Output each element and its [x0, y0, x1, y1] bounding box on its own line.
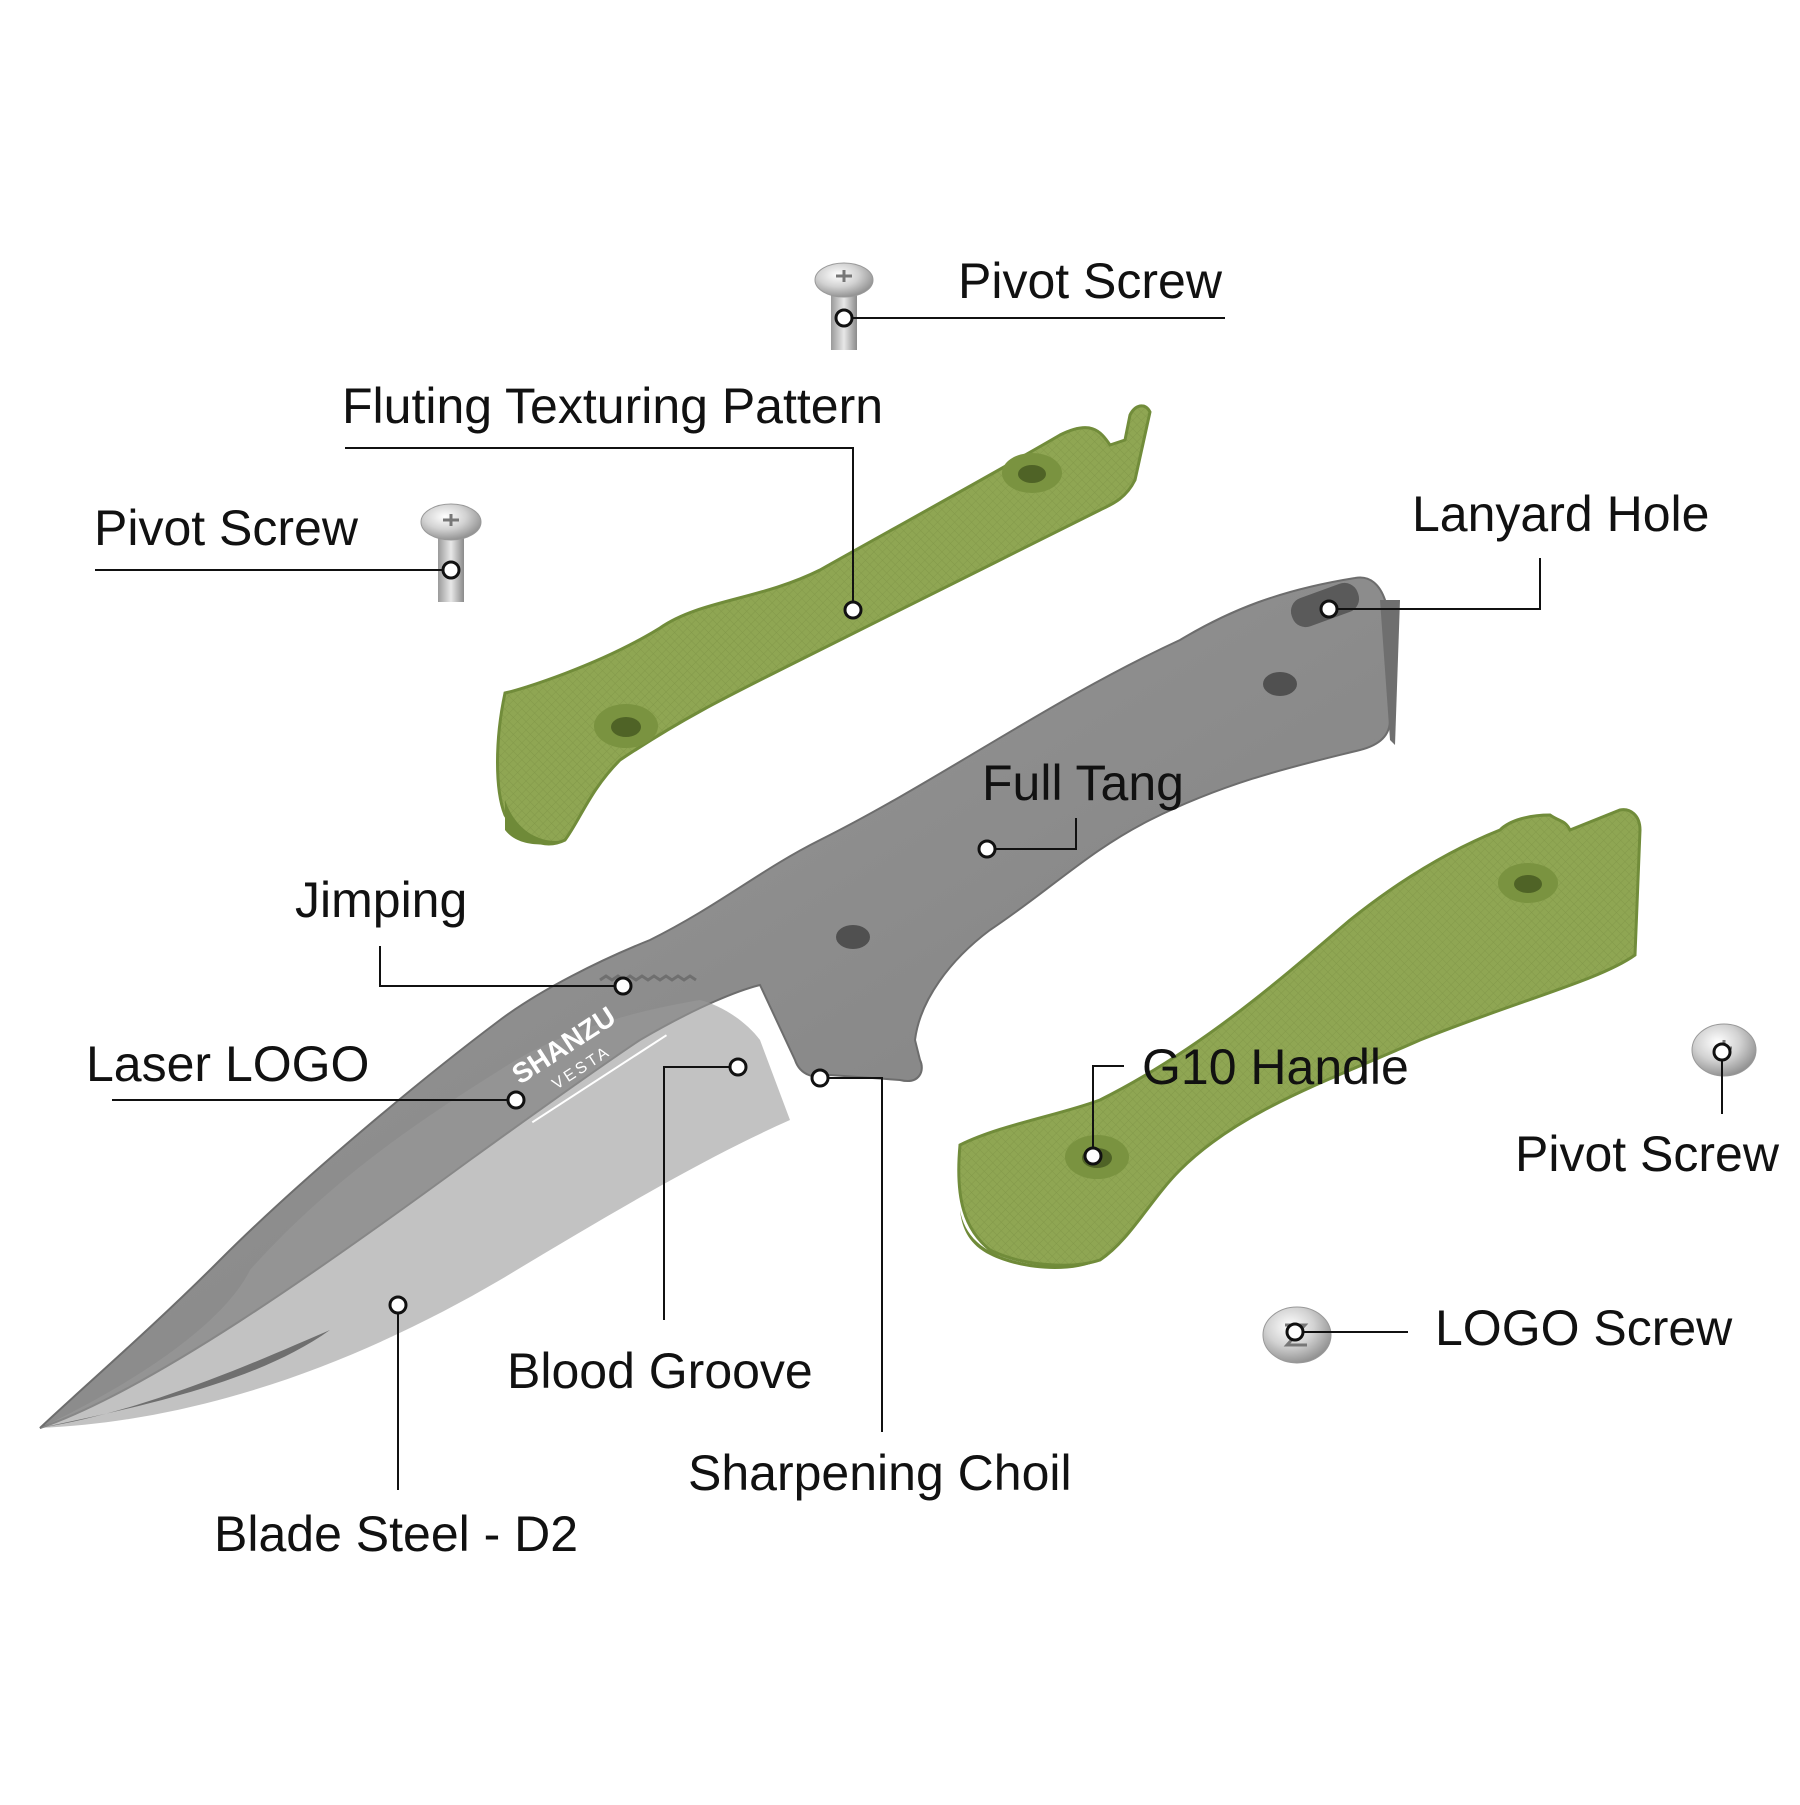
jimping-notches — [599, 974, 697, 982]
pivot-screw-top-part — [814, 262, 874, 350]
leader-fluting — [345, 447, 854, 610]
label-jimping: Jimping — [295, 872, 468, 928]
upper-handle-scale — [496, 404, 1152, 846]
label-lanyard-hole: Lanyard Hole — [1412, 486, 1710, 542]
dot-pivot-screw-left — [441, 560, 461, 580]
dot-full-tang — [977, 839, 997, 859]
label-pivot-screw-top: Pivot Screw — [958, 253, 1222, 309]
dot-lanyard-hole — [1319, 599, 1339, 619]
leader-sharpening-choil — [820, 1077, 883, 1432]
label-pivot-screw-left: Pivot Screw — [94, 500, 358, 556]
dot-laser-logo — [506, 1090, 526, 1110]
label-sharpening-choil: Sharpening Choil — [688, 1445, 1072, 1501]
pivot-screw-left-part — [420, 503, 482, 602]
tang-hole-upper — [1263, 672, 1297, 696]
label-blood-groove: Blood Groove — [507, 1343, 813, 1399]
dot-g10-handle — [1083, 1146, 1103, 1166]
dot-fluting — [843, 600, 863, 620]
lower-handle-hole-right — [1498, 863, 1558, 903]
leader-blood-groove — [663, 1066, 738, 1320]
knife-blade: SHANZU VESTA — [39, 576, 1400, 1429]
leader-full-tang — [987, 818, 1077, 850]
dot-sharpening-choil — [810, 1068, 830, 1088]
label-laser-logo: Laser LOGO — [86, 1036, 370, 1092]
lower-handle-scale — [957, 808, 1642, 1270]
leader-dots — [388, 308, 1732, 1342]
dot-blade-steel — [388, 1295, 408, 1315]
label-full-tang: Full Tang — [982, 755, 1184, 811]
label-pivot-screw-right: Pivot Screw — [1515, 1126, 1779, 1182]
leader-jimping — [379, 946, 623, 987]
label-g10-handle: G10 Handle — [1142, 1039, 1409, 1095]
dot-logo-screw — [1285, 1322, 1305, 1342]
dot-pivot-screw-top — [834, 308, 854, 328]
dot-jimping — [613, 976, 633, 996]
label-logo-screw: LOGO Screw — [1435, 1300, 1733, 1356]
leader-lines — [95, 317, 1723, 1490]
dot-blood-groove — [728, 1057, 748, 1077]
leader-g10-handle — [1092, 1065, 1124, 1156]
label-fluting-texturing-pattern: Fluting Texturing Pattern — [342, 378, 884, 434]
leader-lanyard-hole — [1329, 558, 1541, 610]
upper-handle-hole-right — [1002, 453, 1062, 493]
upper-handle-hole-left — [594, 704, 658, 748]
dot-pivot-screw-right — [1712, 1042, 1732, 1062]
tang-hole-lower — [836, 925, 870, 949]
label-blade-steel: Blade Steel - D2 — [214, 1506, 579, 1562]
